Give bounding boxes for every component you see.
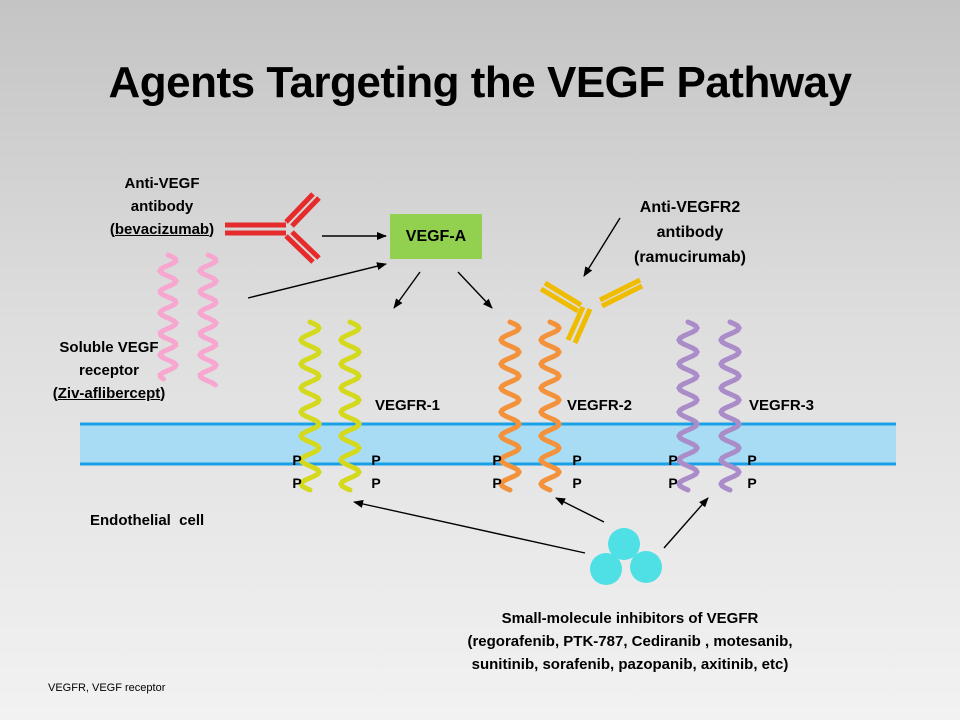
anti-vegf-drug-line: (bevacizumab) xyxy=(82,218,242,241)
vegf-a-box: VEGF-A xyxy=(390,214,482,259)
vegfr2-strand-right xyxy=(538,319,562,493)
vegfr2-strand-left xyxy=(498,319,522,493)
anti-vegf-close-paren: ) xyxy=(209,221,215,238)
phospho-vegfr3-left-2: P xyxy=(668,475,678,491)
anti-vegfr2-line2: antibody xyxy=(656,224,724,241)
soluble-receptor-strand-right xyxy=(196,252,220,388)
anti-vegf-line2: antibody xyxy=(130,198,194,215)
anti-vegf-line1: Anti-VEGF xyxy=(124,175,200,192)
soluble-receptor-strand-left xyxy=(156,252,180,382)
page-title: Agents Targeting the VEGF Pathway xyxy=(108,58,852,107)
bevacizumab-antibody-shape xyxy=(225,192,321,264)
arrow-vegfa-to-vegfr1 xyxy=(393,271,421,309)
vegfr3-strand-left xyxy=(676,319,700,493)
arrow-vegfa-to-vegfr2 xyxy=(457,271,493,309)
vegf-a-label: VEGF-A xyxy=(405,227,467,245)
phospho-vegfr2-left-2: P xyxy=(492,475,502,491)
phospho-vegfr1-right-1: P xyxy=(371,452,381,468)
phospho-vegfr2-right-1: P xyxy=(572,452,582,468)
ziv-aflibercept-label: Ziv-aflibercept xyxy=(57,385,161,402)
vegfr3-label: VEGFR-3 xyxy=(749,397,815,414)
soluble-open-paren: ( xyxy=(52,385,58,402)
receptor-coils xyxy=(298,319,742,493)
phospho-vegfr3-right-2: P xyxy=(747,475,757,491)
vegfr2-label: VEGFR-2 xyxy=(567,397,633,414)
bevacizumab-label: bevacizumab xyxy=(114,221,210,238)
anti-vegfr2-line1: Anti-VEGFR2 xyxy=(639,199,741,216)
cell-membrane xyxy=(80,422,896,466)
arrows xyxy=(247,217,709,554)
arrow-inhibitor-to-vegfr3 xyxy=(663,497,709,549)
soluble-receptor-label: Soluble VEGF receptor (Ziv-aflibercept) xyxy=(28,336,190,405)
phospho-vegfr2-right-2: P xyxy=(572,475,582,491)
arrow-inhibitor-to-vegfr1 xyxy=(353,500,586,554)
arrow-soluble-to-vegfa xyxy=(247,262,387,299)
arrow-ramucirumab-label-to-antibody xyxy=(583,217,621,277)
vegfr1-strand-right xyxy=(338,319,362,493)
phospho-vegfr3-right-1: P xyxy=(747,452,757,468)
small-molecule-line1: Small-molecule inhibitors of VEGFR xyxy=(501,610,759,627)
small-molecule-label: Small-molecule inhibitors of VEGFR (rego… xyxy=(380,607,880,676)
small-molecule-line2: (regorafenib, PTK-787, Cediranib , motes… xyxy=(467,633,793,650)
vegfr1-label: VEGFR-1 xyxy=(375,397,441,414)
vegfr1-strand-left xyxy=(298,319,322,493)
phospho-vegfr2-left-1: P xyxy=(492,452,502,468)
anti-vegf-label: Anti-VEGF antibody (bevacizumab) xyxy=(82,172,242,241)
soluble-receptor-line1: Soluble VEGF xyxy=(59,339,159,356)
footnote: VEGFR, VEGF receptor xyxy=(48,682,166,694)
phospho-vegfr3-left-1: P xyxy=(668,452,678,468)
soluble-receptor-coils xyxy=(156,252,220,388)
phospho-vegfr1-left-2: P xyxy=(292,475,302,491)
soluble-receptor-line2: receptor xyxy=(78,362,140,379)
small-molecule-line3: sunitinib, sorafenib, pazopanib, axitini… xyxy=(471,656,789,673)
arrow-inhibitor-to-vegfr2 xyxy=(555,497,605,523)
ramucirumab-antibody-shape xyxy=(539,277,644,345)
soluble-receptor-drug-line: (Ziv-aflibercept) xyxy=(28,382,190,405)
anti-vegfr2-line3: (ramucirumab) xyxy=(633,249,747,266)
anti-vegf-open-paren: ( xyxy=(109,221,115,238)
phospho-vegfr1-right-2: P xyxy=(371,475,381,491)
phospho-vegfr1-left-1: P xyxy=(292,452,302,468)
small-molecule-spheres xyxy=(590,528,662,585)
anti-vegfr2-label: Anti-VEGFR2 antibody (ramucirumab) xyxy=(600,195,780,270)
vegfr3-strand-right xyxy=(718,319,742,493)
endothelial-cell-label: Endothelial cell xyxy=(90,512,205,529)
soluble-close-paren: ) xyxy=(160,385,166,402)
